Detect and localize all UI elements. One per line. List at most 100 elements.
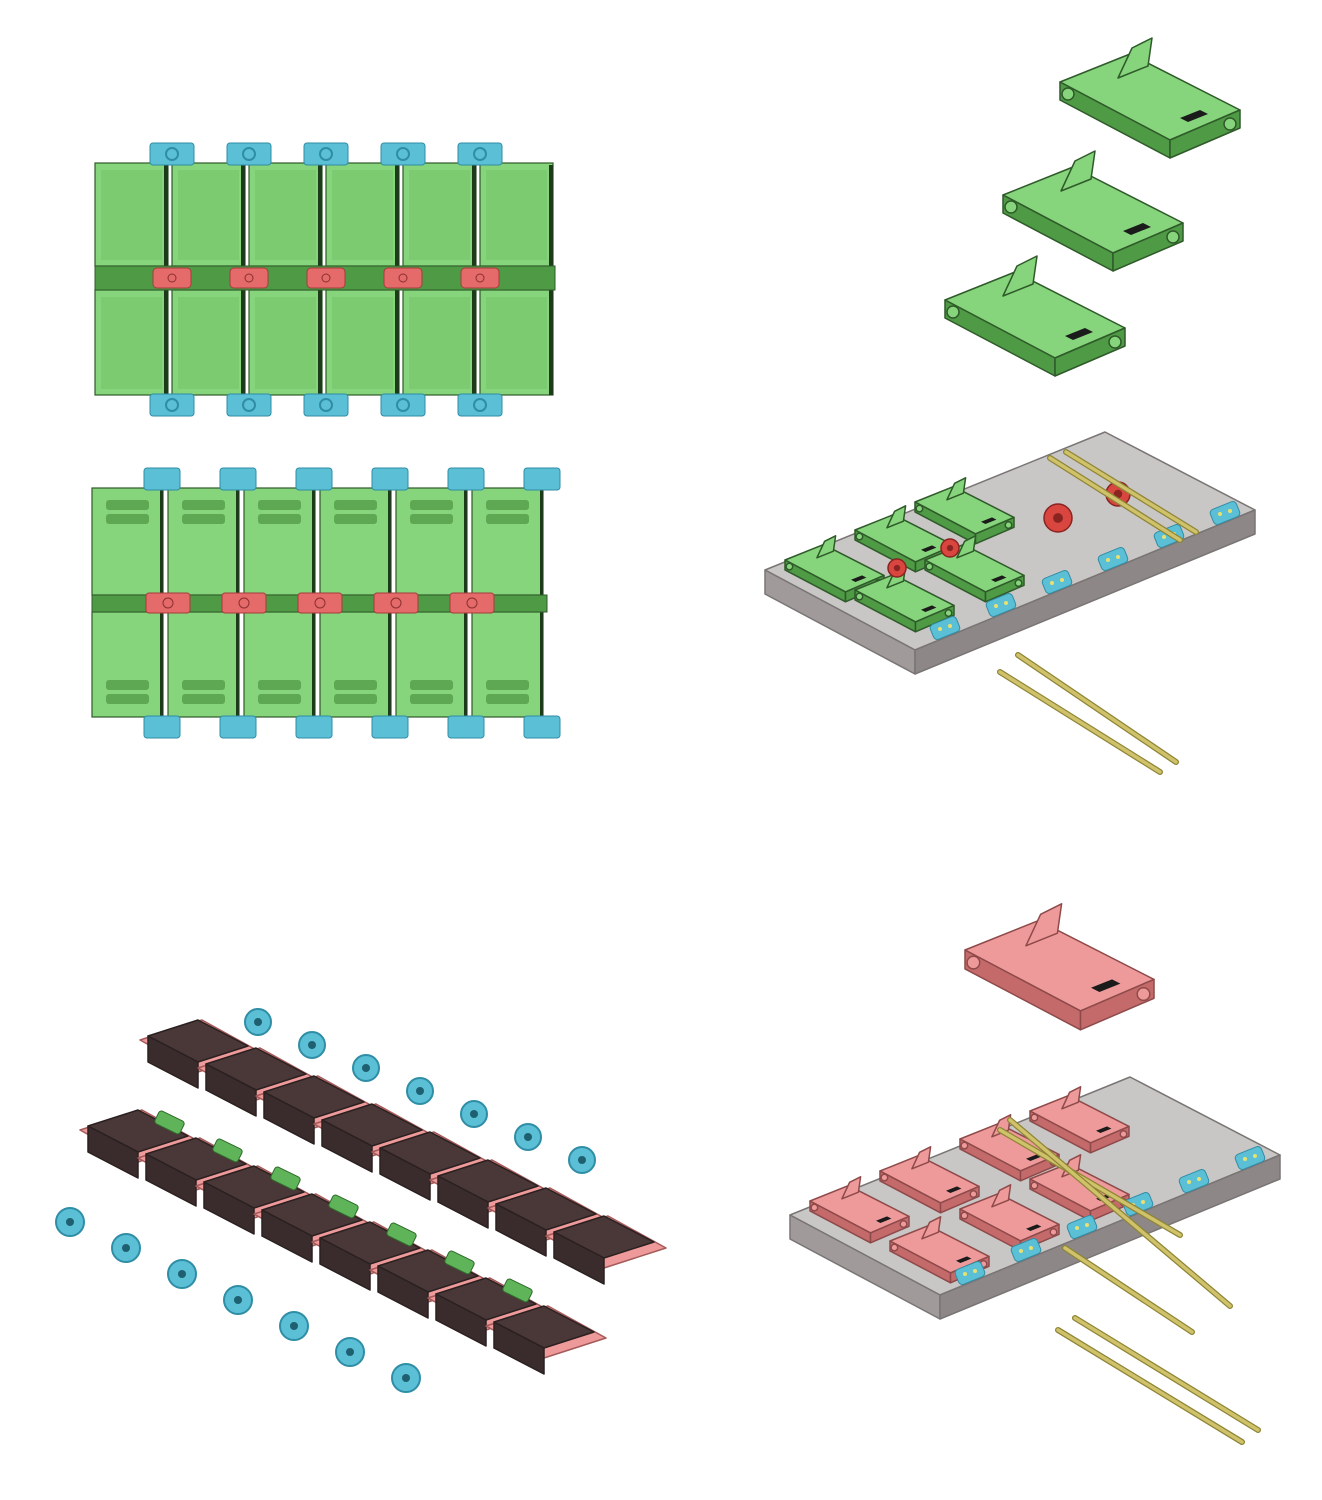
gear-hub xyxy=(946,544,954,552)
hinge-block xyxy=(270,1166,301,1191)
hinge-block xyxy=(154,1110,185,1135)
link-fin xyxy=(886,505,907,529)
end-pin-bottom xyxy=(523,715,561,739)
link-slot xyxy=(258,680,301,690)
pin-boss xyxy=(785,562,794,571)
pin-boss xyxy=(915,504,924,513)
link-front-face xyxy=(984,574,1025,603)
link-slot xyxy=(946,1186,962,1193)
pink-link xyxy=(964,903,1155,1031)
pin-boss xyxy=(880,1173,889,1182)
end-pin-hole xyxy=(362,1064,370,1072)
link-slot xyxy=(410,500,453,510)
pin-boss xyxy=(1166,230,1180,244)
end-pin-top xyxy=(523,467,561,491)
link-slot xyxy=(106,514,149,524)
pin-hole xyxy=(994,604,998,608)
track-pad-face xyxy=(332,170,393,260)
pin-boss xyxy=(810,1203,819,1212)
link-slot xyxy=(106,694,149,704)
link-front-face xyxy=(1089,1125,1130,1154)
link-front-face xyxy=(1079,978,1155,1031)
link-slot xyxy=(956,1256,972,1263)
hinge-block xyxy=(386,1222,417,1247)
end-pin-top xyxy=(371,467,409,491)
green-link xyxy=(1059,37,1241,159)
link-front-face xyxy=(1169,109,1241,159)
jig-link xyxy=(1029,1086,1130,1154)
link-slot xyxy=(921,605,937,612)
link-fin xyxy=(1117,37,1153,79)
link-slot xyxy=(1026,1154,1042,1161)
end-pin-hole xyxy=(319,147,333,161)
pin-boss xyxy=(899,1220,908,1229)
rubber-shoe-side xyxy=(379,1147,431,1201)
pin-hole xyxy=(938,627,942,631)
pin-hole xyxy=(1029,1246,1033,1250)
hinge-block xyxy=(221,592,267,614)
link-fin xyxy=(1060,150,1096,192)
pin-boss xyxy=(925,562,934,571)
track-pad-face xyxy=(178,170,239,260)
link-front-face xyxy=(1054,327,1126,377)
hinge-hole xyxy=(162,597,174,609)
end-pin-hole xyxy=(396,398,410,412)
end-pin-bottom xyxy=(457,393,503,417)
end-pin-bottom xyxy=(371,715,409,739)
pin-boss xyxy=(946,305,960,319)
track-isometric-icon xyxy=(55,1008,667,1393)
pin-boss xyxy=(1030,1181,1039,1190)
end-pin-hole xyxy=(473,147,487,161)
link-fin xyxy=(1061,1086,1082,1110)
link-slot xyxy=(182,500,225,510)
jig-link xyxy=(959,1114,1060,1182)
track-pad-face xyxy=(255,170,316,260)
link-slot xyxy=(486,514,529,524)
end-pin-hole xyxy=(578,1156,586,1164)
end-pin-top xyxy=(149,142,195,166)
end-pin-hole xyxy=(234,1296,242,1304)
end-pin-bottom xyxy=(380,393,426,417)
pin-boss xyxy=(855,532,864,541)
end-pin-hole xyxy=(416,1087,424,1095)
pin-boss xyxy=(1108,335,1122,349)
end-pin-hole xyxy=(66,1218,74,1226)
pin-boss xyxy=(1119,1130,1128,1139)
link-slot xyxy=(1096,1126,1112,1133)
end-pin-hole xyxy=(178,1270,186,1278)
hinge-block xyxy=(145,592,191,614)
link-slot xyxy=(1026,1224,1042,1231)
pin-boss xyxy=(1061,87,1075,101)
brass-rod-highlight xyxy=(1056,1328,1244,1444)
link-slot xyxy=(334,500,377,510)
link-slot xyxy=(1091,979,1121,992)
jig-link xyxy=(854,565,955,633)
link-fin xyxy=(946,477,967,501)
end-pin-top xyxy=(380,142,426,166)
rubber-shoe-side xyxy=(263,1091,315,1145)
hinge-block xyxy=(444,1250,475,1275)
end-pin-bottom xyxy=(143,715,181,739)
end-pin-hole xyxy=(346,1348,354,1356)
pin-hole xyxy=(1050,581,1054,585)
hinge-block xyxy=(449,592,495,614)
hinge-hole xyxy=(466,597,478,609)
rubber-shoe-side xyxy=(553,1231,605,1285)
link-front-face xyxy=(939,1185,980,1214)
pin-hole xyxy=(1060,578,1064,582)
jig-link xyxy=(854,505,955,573)
end-pin-hole xyxy=(242,147,256,161)
hinge-block xyxy=(306,267,346,289)
link-fin xyxy=(956,535,977,559)
hinge-hole xyxy=(475,273,485,283)
pin-hole xyxy=(1141,1200,1145,1204)
link-slot xyxy=(182,694,225,704)
jig-pin xyxy=(1097,547,1129,571)
link-slot xyxy=(486,680,529,690)
brass-rod-highlight xyxy=(1073,1316,1260,1432)
track-pad-face xyxy=(409,297,470,389)
rubber-shoe-side xyxy=(377,1265,429,1319)
hinge-block xyxy=(212,1138,243,1163)
hinge-hole xyxy=(244,273,254,283)
